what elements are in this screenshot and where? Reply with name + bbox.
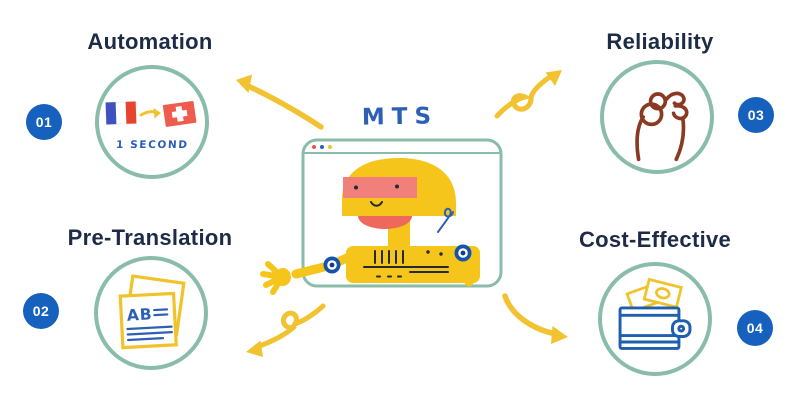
badge-01: 01 bbox=[26, 104, 62, 140]
feature-circle-reliability bbox=[600, 60, 714, 174]
wallet-body bbox=[618, 306, 692, 350]
automation-caption: 1 SECOND bbox=[115, 139, 189, 151]
french-flag-icon bbox=[105, 100, 137, 126]
document-ab-icon: AB bbox=[118, 274, 186, 350]
banknote-icon bbox=[625, 277, 683, 313]
swiss-flag-icon bbox=[162, 100, 197, 127]
robot-visor bbox=[343, 177, 417, 198]
translation-flags-icon bbox=[105, 100, 197, 127]
feature-circle-cost-effective bbox=[598, 262, 712, 376]
feature-title-automation: Automation bbox=[87, 29, 213, 54]
browser-window bbox=[301, 138, 503, 288]
robot-antenna-icon bbox=[437, 207, 454, 233]
arrow-to-automation-icon bbox=[236, 74, 324, 130]
wallet-money-icon bbox=[618, 277, 692, 350]
ok-hand-icon bbox=[635, 91, 689, 162]
robot-joint-left bbox=[323, 256, 341, 274]
robot-chin bbox=[358, 216, 412, 229]
arrow-to-reliability-icon bbox=[494, 70, 562, 119]
robot-mascot bbox=[260, 158, 480, 295]
badge-04: 04 bbox=[737, 310, 773, 346]
front-page: AB bbox=[118, 291, 178, 350]
badge-03: 03 bbox=[738, 97, 774, 133]
feature-title-reliability: Reliability bbox=[606, 29, 714, 54]
badge-02: 02 bbox=[23, 293, 59, 329]
feature-circle-automation: 1 SECOND bbox=[95, 65, 209, 179]
window-dot-blue bbox=[320, 145, 324, 149]
mts-label: MTS bbox=[361, 103, 439, 131]
doc-ab-label: AB bbox=[126, 304, 153, 324]
arrow-right-icon bbox=[139, 108, 161, 119]
arrow-to-pre-translation-icon bbox=[246, 303, 326, 357]
window-dot-red bbox=[312, 145, 316, 149]
feature-title-cost-effective: Cost-Effective bbox=[578, 227, 732, 252]
robot-grill bbox=[374, 250, 404, 264]
feature-title-pre-translation: Pre-Translation bbox=[67, 225, 233, 250]
robot-smile bbox=[370, 201, 383, 207]
robot-eye-left bbox=[354, 185, 358, 190]
feature-circle-pre-translation: AB bbox=[94, 256, 208, 370]
window-dot-yellow bbox=[328, 145, 332, 149]
arrow-to-cost-effective-icon bbox=[502, 293, 568, 344]
robot-hand bbox=[260, 261, 291, 295]
robot-joint-right bbox=[454, 244, 472, 262]
robot-eye-right bbox=[395, 184, 399, 189]
